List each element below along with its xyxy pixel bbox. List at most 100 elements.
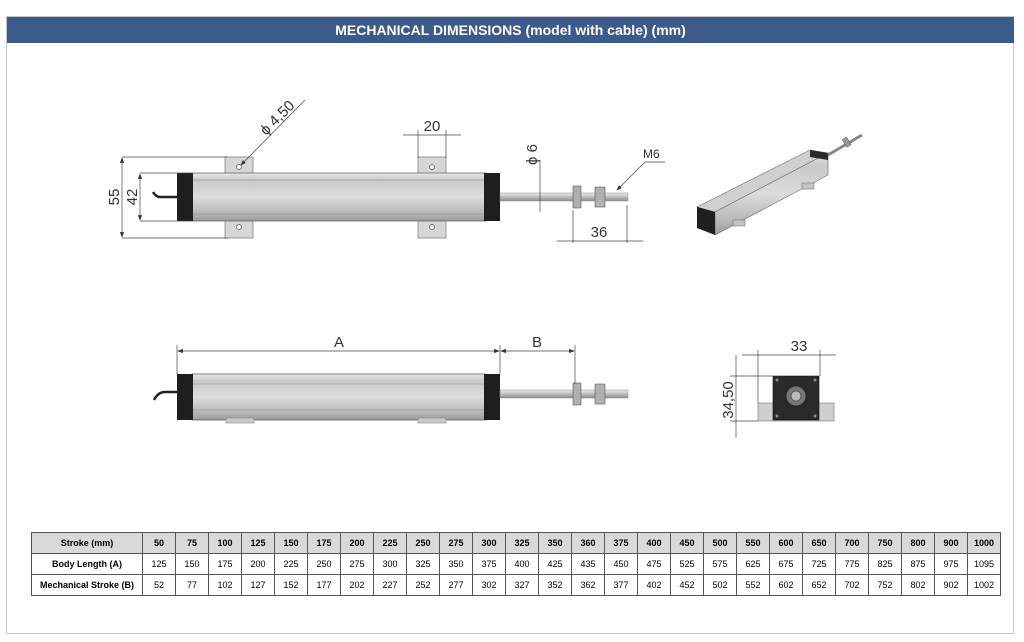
- table-cell: 100: [208, 532, 242, 554]
- table-cell: 1000: [967, 532, 1001, 554]
- table-cell: 227: [373, 574, 407, 596]
- end-width-label: 33: [791, 338, 808, 355]
- table-cell: 175: [208, 553, 242, 575]
- table-cell: 352: [538, 574, 572, 596]
- table-cell: 500: [703, 532, 737, 554]
- end-view: 33 34,50: [720, 338, 836, 438]
- table-cell: 125: [241, 532, 275, 554]
- section-title: MECHANICAL DIMENSIONS (model with cable)…: [7, 17, 1014, 43]
- table-cell: 800: [901, 532, 935, 554]
- table-cell: 325: [406, 553, 440, 575]
- rod-end-length-label: 36: [591, 224, 608, 241]
- page-frame: [6, 16, 1014, 634]
- hole-diameter-label: ϕ 4,50: [257, 97, 299, 139]
- table-cell: 77: [175, 574, 209, 596]
- table-cell: 775: [835, 553, 869, 575]
- table-cell: 377: [604, 574, 638, 596]
- cable: [152, 390, 177, 401]
- table-cell: 277: [439, 574, 473, 596]
- table-cell: 150: [274, 532, 308, 554]
- table-cell: 650: [802, 532, 836, 554]
- table-cell: 875: [901, 553, 935, 575]
- table-cell: 625: [736, 553, 770, 575]
- table-cell: 275: [340, 553, 374, 575]
- table-cell: 152: [274, 574, 308, 596]
- cable: [151, 191, 177, 199]
- side-view: A B: [152, 334, 629, 424]
- table-cell: 452: [670, 574, 704, 596]
- table-cell: 752: [868, 574, 902, 596]
- table-cell: 127: [241, 574, 275, 596]
- table-cell: 602: [769, 574, 803, 596]
- foot-width-label: 20: [424, 118, 441, 135]
- height-outer-label: 55: [106, 189, 123, 206]
- table-cell: 475: [637, 553, 671, 575]
- table-cell: 435: [571, 553, 605, 575]
- row-header: Mechanical Stroke (B): [31, 574, 143, 596]
- table-cell: 700: [835, 532, 869, 554]
- table-cell: 825: [868, 553, 902, 575]
- end-cap: [177, 374, 193, 420]
- table-cell: 52: [142, 574, 176, 596]
- sensor-body: [191, 373, 487, 421]
- table-cell: 675: [769, 553, 803, 575]
- table-cell: 362: [571, 574, 605, 596]
- table-cell: 300: [472, 532, 506, 554]
- height-inner-label: 42: [124, 189, 141, 206]
- table-cell: 900: [934, 532, 968, 554]
- table-cell: 125: [142, 553, 176, 575]
- table-cell: 400: [505, 553, 539, 575]
- table-cell: 50: [142, 532, 176, 554]
- table-cell: 1002: [967, 574, 1001, 596]
- table-cell: 350: [439, 553, 473, 575]
- body-length-dim-label: A: [334, 334, 344, 351]
- table-cell: 252: [406, 574, 440, 596]
- table-cell: 400: [637, 532, 671, 554]
- table-cell: 150: [175, 553, 209, 575]
- table-cell: 200: [241, 553, 275, 575]
- table-cell: 75: [175, 532, 209, 554]
- table-cell: 502: [703, 574, 737, 596]
- thread-label: M6: [643, 147, 660, 161]
- table-cell: 325: [505, 532, 539, 554]
- table-cell: 575: [703, 553, 737, 575]
- table-cell: 550: [736, 532, 770, 554]
- table-cell: 450: [670, 532, 704, 554]
- end-cap: [484, 374, 500, 420]
- isometric-view: [696, 133, 863, 236]
- table-cell: 652: [802, 574, 836, 596]
- table-cell: 275: [439, 532, 473, 554]
- table-cell: 225: [373, 532, 407, 554]
- table-cell: 250: [307, 553, 341, 575]
- table-cell: 202: [340, 574, 374, 596]
- rod-end-nut: [594, 186, 606, 208]
- rod-diameter-label: ϕ 6: [524, 144, 541, 165]
- table-cell: 225: [274, 553, 308, 575]
- table-cell: 552: [736, 574, 770, 596]
- end-cap: [177, 173, 193, 221]
- table-cell: 902: [934, 574, 968, 596]
- table-cell: 375: [472, 553, 506, 575]
- table-cell: 102: [208, 574, 242, 596]
- table-cell: 702: [835, 574, 869, 596]
- table-cell: 725: [802, 553, 836, 575]
- row-header: Body Length (A): [31, 553, 143, 575]
- table-cell: 250: [406, 532, 440, 554]
- table-cell: 402: [637, 574, 671, 596]
- table-cell: 177: [307, 574, 341, 596]
- table-cell: 802: [901, 574, 935, 596]
- rod: [499, 192, 629, 202]
- table-cell: 175: [307, 532, 341, 554]
- table-cell: 300: [373, 553, 407, 575]
- table-cell: 200: [340, 532, 374, 554]
- table-cell: 375: [604, 532, 638, 554]
- mechanical-drawing: 55 42 ϕ 4,50 20 ϕ 6 M6 36: [106, 97, 863, 438]
- top-view: 55 42 ϕ 4,50 20 ϕ 6 M6 36: [106, 97, 665, 243]
- end-height-label: 34,50: [720, 381, 737, 419]
- table-cell: 450: [604, 553, 638, 575]
- table-cell: 302: [472, 574, 506, 596]
